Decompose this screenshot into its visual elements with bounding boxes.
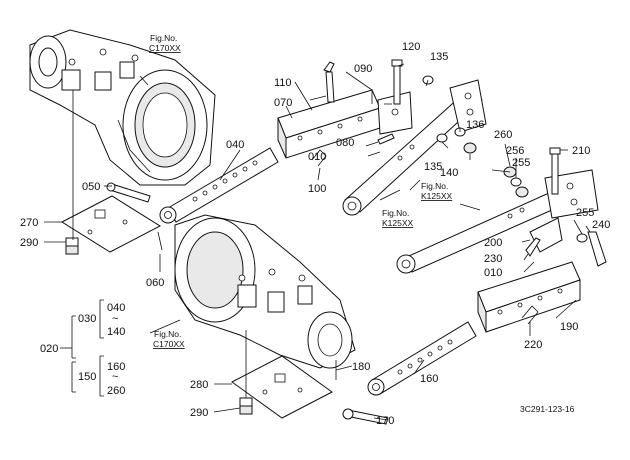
part-label: 255 (576, 207, 594, 219)
part-label: 080 (336, 137, 354, 149)
part-label: 135 (430, 51, 448, 63)
lower-housing (174, 214, 356, 369)
fig-ref-code: K125XX (382, 218, 414, 228)
part-label: 160 (420, 373, 438, 385)
fig-ref-text: Fig.No. (382, 208, 409, 218)
part-label: 150 (78, 371, 96, 383)
small-parts (65, 59, 607, 425)
part-label: 110 (274, 77, 292, 89)
part-label: 040 (226, 139, 244, 151)
part-label: 120 (402, 41, 420, 53)
part-label: 170 (376, 415, 394, 427)
part-label: 180 (352, 361, 370, 373)
part-label: 256 (506, 145, 524, 157)
part-label: 290 (190, 407, 208, 419)
part-label: 050 (82, 181, 100, 193)
part-label: 090 (354, 63, 372, 75)
part-label: 210 (572, 145, 590, 157)
plate-270 (60, 195, 162, 253)
lower-link-lower (396, 169, 599, 274)
part-label: 220 (524, 339, 542, 351)
part-label: 136 (466, 119, 484, 131)
fig-ref-text: Fig.No. (421, 181, 448, 191)
leader-lines (44, 63, 591, 421)
fig-ref-code: C170XX (149, 43, 181, 53)
part-label: 030 (78, 313, 96, 325)
part-label: 260 (107, 385, 125, 397)
fig-ref-text: Fig.No. (154, 329, 181, 339)
upper-housing (29, 29, 216, 186)
part-label: 240 (592, 219, 610, 231)
part-label: 270 (20, 217, 38, 229)
part-label: 020 (40, 343, 58, 355)
part-label: 135 (424, 161, 442, 173)
part-labels: Fig.No. C170XX Fig.No. C170XX Fig.No. K1… (20, 33, 610, 427)
fig-ref-code: K125XX (421, 191, 453, 201)
check-link-upper (159, 147, 279, 224)
part-label: 140 (107, 326, 125, 338)
part-label: 070 (274, 97, 292, 109)
fig-ref-code: C170XX (153, 339, 185, 349)
part-label: 010 (484, 267, 502, 279)
part-label: 190 (560, 321, 578, 333)
part-label: 255 (512, 157, 530, 169)
part-label: 290 (20, 237, 38, 249)
part-label: 040 (107, 302, 125, 314)
part-label: 010 (308, 151, 326, 163)
drawing-code: 3C291-123-16 (520, 404, 575, 414)
lower-link-upper (342, 79, 487, 216)
part-label: 280 (190, 379, 208, 391)
part-label: 060 (146, 277, 164, 289)
plate-280 (231, 355, 333, 419)
tilde: ~ (112, 371, 118, 383)
check-link-lower (367, 321, 477, 396)
part-label: 160 (107, 361, 125, 373)
bracket-190 (477, 261, 581, 333)
part-label: 140 (440, 167, 458, 179)
part-label: 100 (308, 183, 326, 195)
part-label: 230 (484, 253, 502, 265)
fig-ref-text: Fig.No. (150, 33, 177, 43)
part-label: 200 (484, 237, 502, 249)
bracket-070 (277, 89, 413, 159)
part-label: 260 (494, 129, 512, 141)
tilde: ~ (112, 313, 118, 325)
